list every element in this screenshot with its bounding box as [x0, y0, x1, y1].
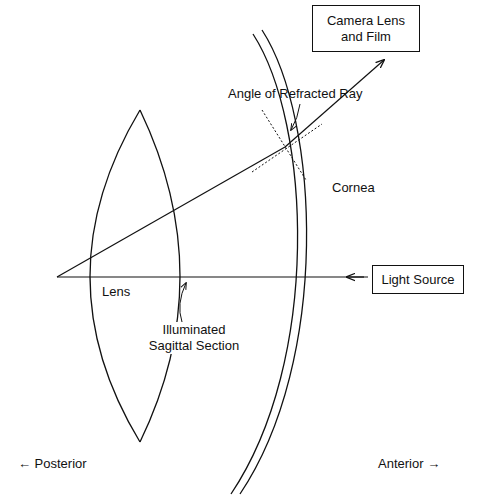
part-label: Lens [100, 284, 132, 300]
lens-posterior-surface [140, 110, 180, 442]
labelled-box: Camera Lens and Film [312, 5, 420, 52]
scattered-ray [57, 147, 285, 277]
refracted-ray [285, 60, 384, 147]
leader-line [291, 104, 300, 130]
direction-label: Anterior → [378, 456, 440, 472]
box-text: Camera Lens and Film [321, 13, 411, 45]
labelled-box: Light Source [372, 265, 464, 294]
box-text: Light Source [382, 272, 455, 288]
callout-label: Angle of Refracted Ray [228, 86, 362, 102]
tangent-line [262, 110, 306, 180]
light-beam [57, 276, 91, 277]
direction-label: ← Posterior [18, 456, 87, 472]
cornea-inner [231, 34, 298, 494]
normal-line [252, 124, 322, 172]
part-label: Cornea [332, 180, 375, 196]
light-beam [91, 276, 368, 277]
leader-line [180, 283, 186, 322]
callout-label: Illuminated Sagittal Section [140, 322, 248, 354]
light-direction-arrow [347, 276, 364, 277]
lens-anterior-surface [90, 110, 140, 442]
